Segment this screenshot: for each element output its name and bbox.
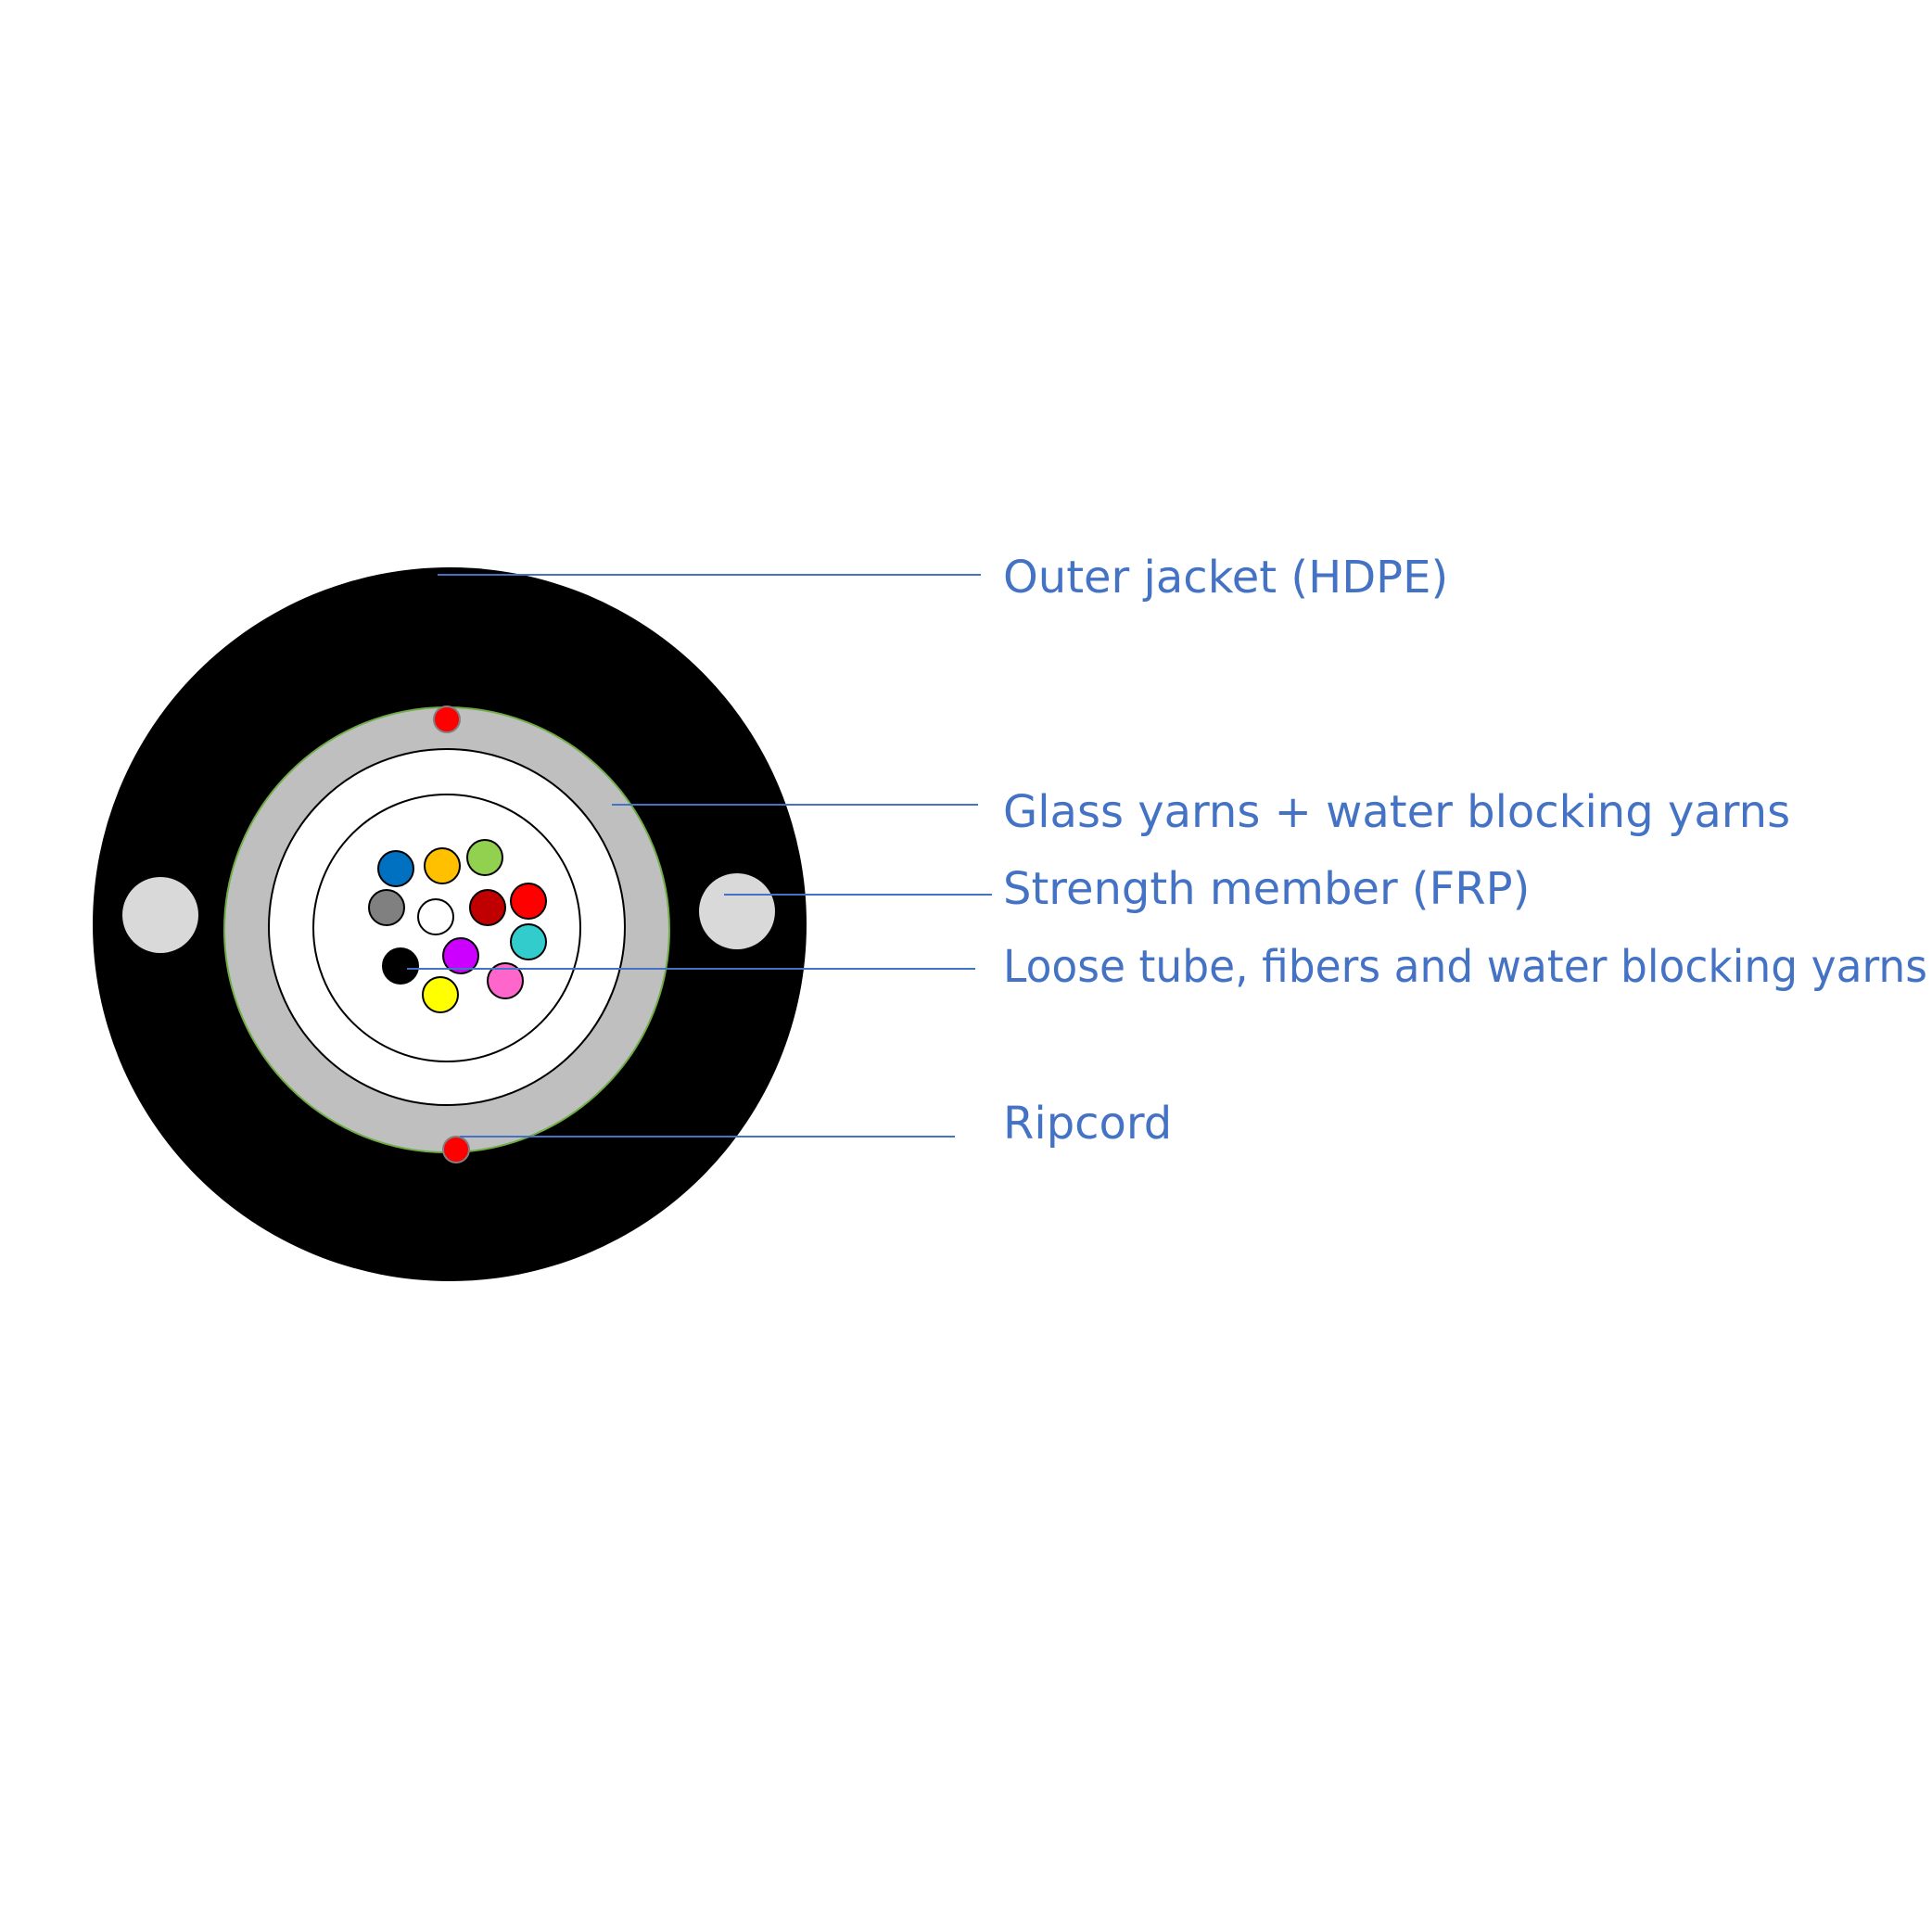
fiber-rose: [487, 962, 524, 999]
strength-member-left: [122, 877, 198, 953]
ripcord-top: [433, 705, 461, 733]
fiber-gray: [368, 889, 405, 926]
ripcord-bottom: [442, 1136, 470, 1163]
fiber-red: [510, 883, 547, 920]
leader-lines: [407, 574, 992, 1138]
label-loose-tube: Loose tube, fibers and water blocking ya…: [1003, 941, 1927, 993]
fiber-green: [466, 839, 503, 876]
fiber-white: [417, 898, 454, 935]
fiber-yellow: [422, 976, 459, 1013]
fiber-brown-red: [469, 889, 506, 926]
strength-member-right: [699, 873, 775, 949]
fiber-orange: [424, 847, 461, 884]
label-outer-jacket: Outer jacket (HDPE): [1003, 552, 1448, 604]
label-glass-yarns: Glass yarns + water blocking yarns: [1003, 786, 1790, 838]
fiber-bundle: [368, 839, 547, 1013]
label-ripcord: Ripcord: [1003, 1098, 1172, 1150]
fiber-black: [382, 947, 419, 985]
fiber-aqua: [510, 923, 547, 960]
label-strength-member: Strength member (FRP): [1003, 863, 1530, 915]
fiber-blue: [377, 850, 414, 887]
fiber-violet: [442, 937, 479, 974]
